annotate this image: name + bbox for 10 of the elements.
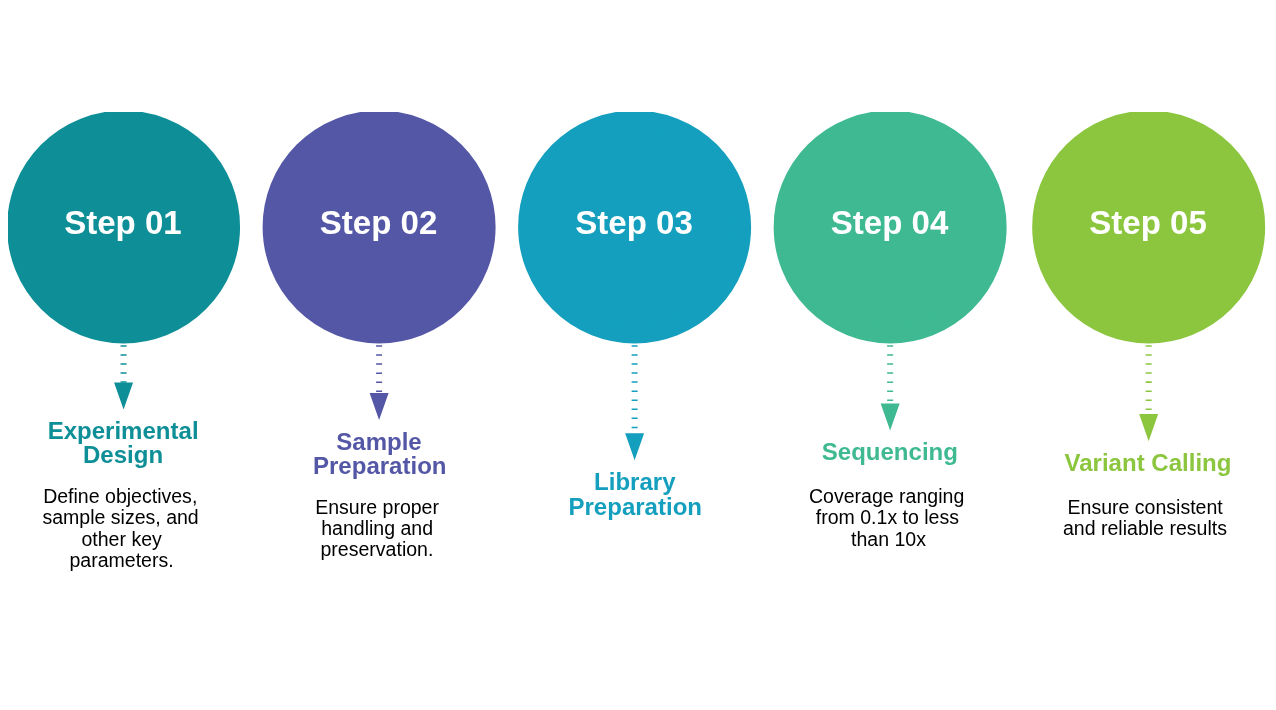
node-text: Sequencing Coverage ranging from 0.1x to less than 10x bbox=[808, 437, 965, 549]
node-circle: Step 04 bbox=[773, 111, 1007, 343]
node-text: Library Preparation bbox=[568, 467, 703, 520]
node-circle: Step 05 bbox=[1032, 111, 1266, 343]
node-text: Variant Calling Ensure consistent and reliable results bbox=[1063, 448, 1232, 539]
node-text: Sample Preparation Ensure proper handling and preservation. bbox=[312, 427, 447, 560]
node-text: Experimental Design Define objectives, sample sizes, and other key parameters. bbox=[42, 416, 199, 571]
node-circle: Step 02 bbox=[262, 111, 496, 343]
node-circle: Step 01 bbox=[8, 111, 241, 343]
node-circle: Step 03 bbox=[518, 111, 752, 343]
